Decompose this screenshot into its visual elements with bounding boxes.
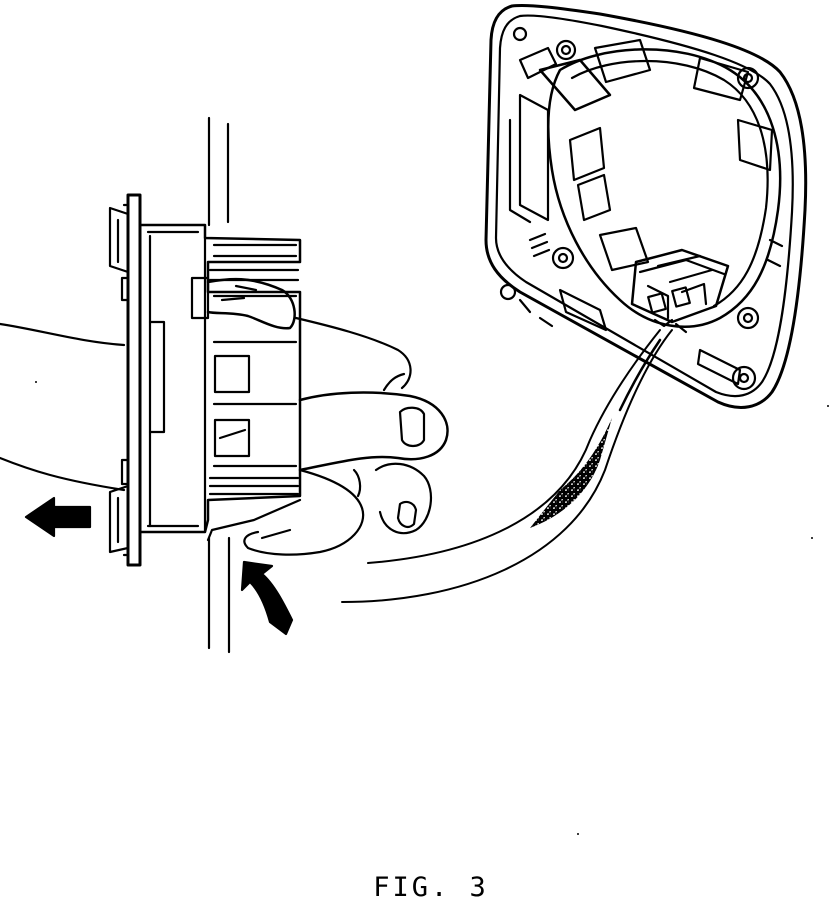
pull-direction-arrow (24, 496, 92, 538)
switch-insert-module (108, 193, 302, 567)
back-box-frame (484, 3, 808, 409)
scan-specks (35, 381, 829, 835)
hand (0, 277, 449, 556)
rotation-direction-arrow (240, 560, 294, 636)
connection-cable (341, 329, 673, 603)
figure-label: FIG. 3 (373, 872, 489, 903)
wall-rails (207, 116, 231, 654)
